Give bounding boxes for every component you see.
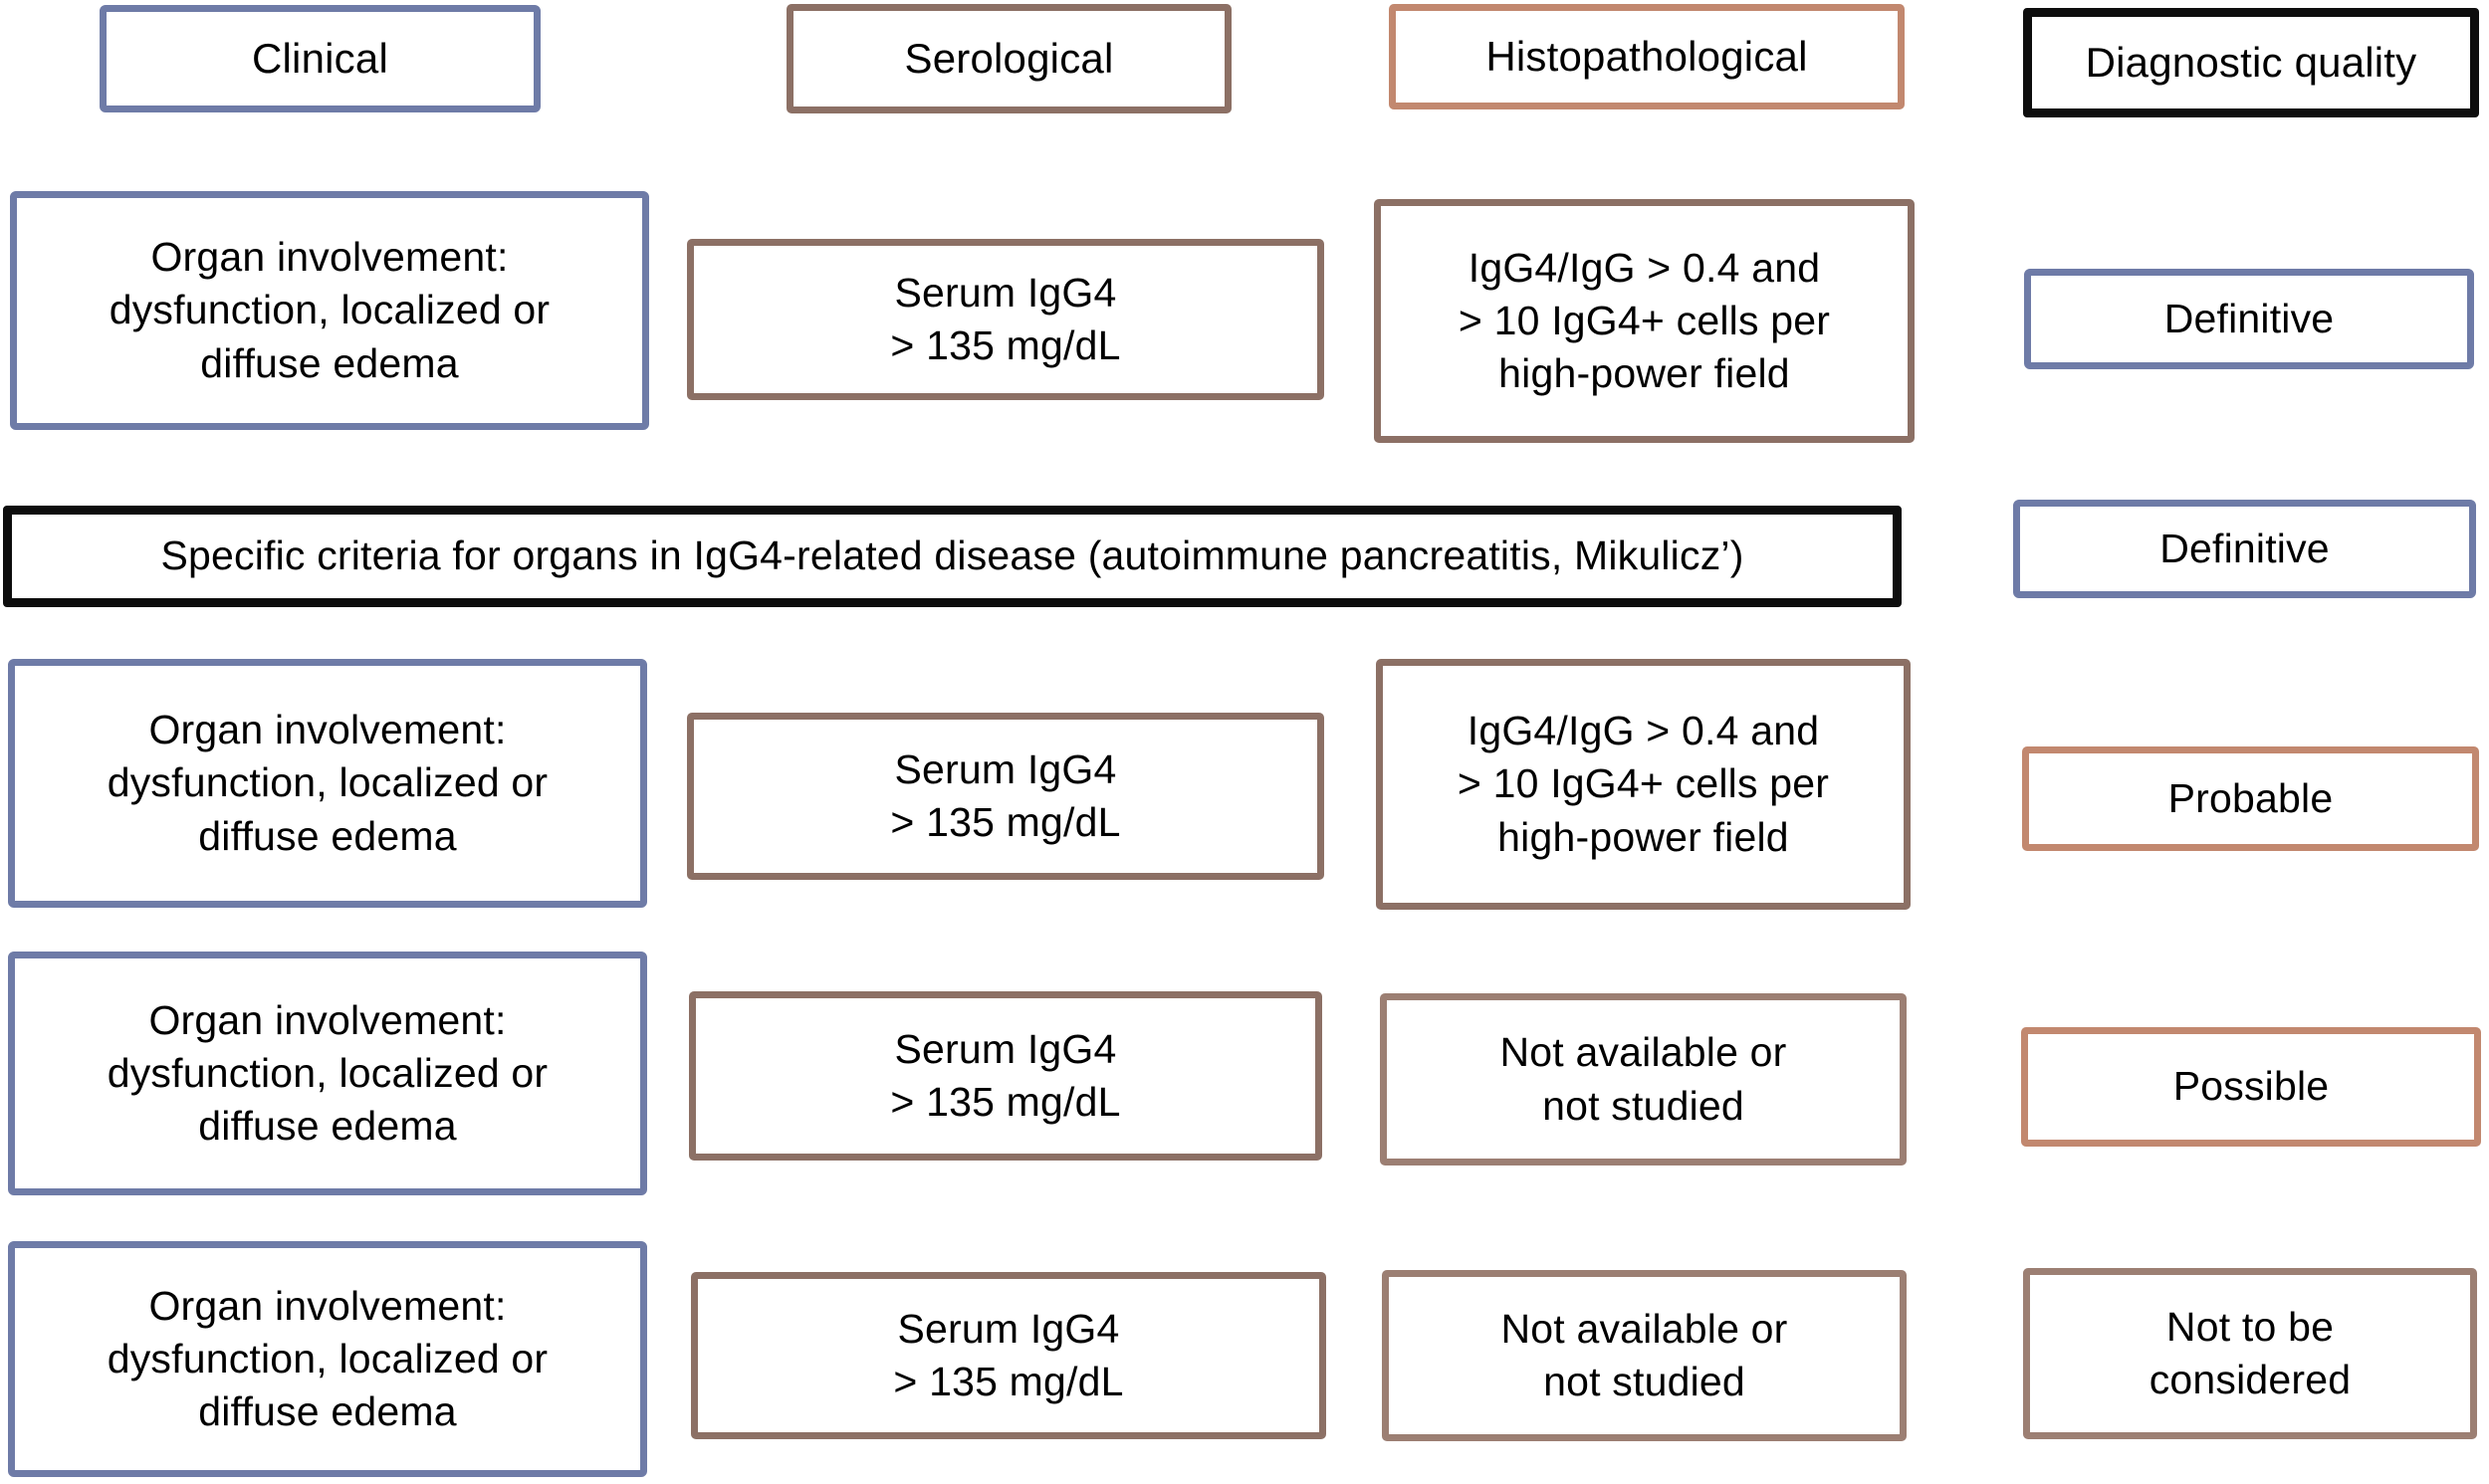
diagnostic-quality-column-header: Diagnostic quality	[2023, 8, 2479, 117]
row3-serological-criterion-box: Serum IgG4 > 135 mg/dL	[687, 713, 1324, 880]
row3-histopathological-criterion-box: IgG4/IgG > 0.4 and > 10 IgG4+ cells per …	[1376, 659, 1911, 910]
row1-serological-criterion-box: Serum IgG4 > 135 mg/dL	[687, 239, 1324, 400]
row2-specific-criteria-box: Specific criteria for organs in IgG4-rel…	[3, 506, 1902, 607]
row5-histopathological-not-available-box: Not available or not studied	[1382, 1270, 1907, 1441]
clinical-column-header: Clinical	[100, 5, 541, 112]
row4-histopathological-not-available-box: Not available or not studied	[1380, 993, 1907, 1166]
row4-diagnostic-quality-possible-box: Possible	[2021, 1027, 2481, 1147]
row5-clinical-criterion-box: Organ involvement: dysfunction, localize…	[8, 1241, 647, 1477]
row4-clinical-criterion-box: Organ involvement: dysfunction, localize…	[8, 952, 647, 1195]
row3-clinical-criterion-box: Organ involvement: dysfunction, localize…	[8, 659, 647, 908]
row5-diagnostic-quality-not-considered-box: Not to be considered	[2023, 1268, 2477, 1439]
serological-column-header: Serological	[787, 4, 1232, 113]
histopathological-column-header: Histopathological	[1389, 4, 1905, 109]
row1-diagnostic-quality-definitive-box: Definitive	[2024, 269, 2474, 369]
row1-histopathological-criterion-box: IgG4/IgG > 0.4 and > 10 IgG4+ cells per …	[1374, 199, 1915, 443]
row4-serological-criterion-box: Serum IgG4 > 135 mg/dL	[689, 991, 1322, 1161]
row3-diagnostic-quality-probable-box: Probable	[2022, 746, 2479, 851]
row5-serological-criterion-box: Serum IgG4 > 135 mg/dL	[691, 1272, 1326, 1439]
row1-clinical-criterion-box: Organ involvement: dysfunction, localize…	[10, 191, 649, 430]
row2-diagnostic-quality-definitive-box: Definitive	[2013, 500, 2476, 598]
